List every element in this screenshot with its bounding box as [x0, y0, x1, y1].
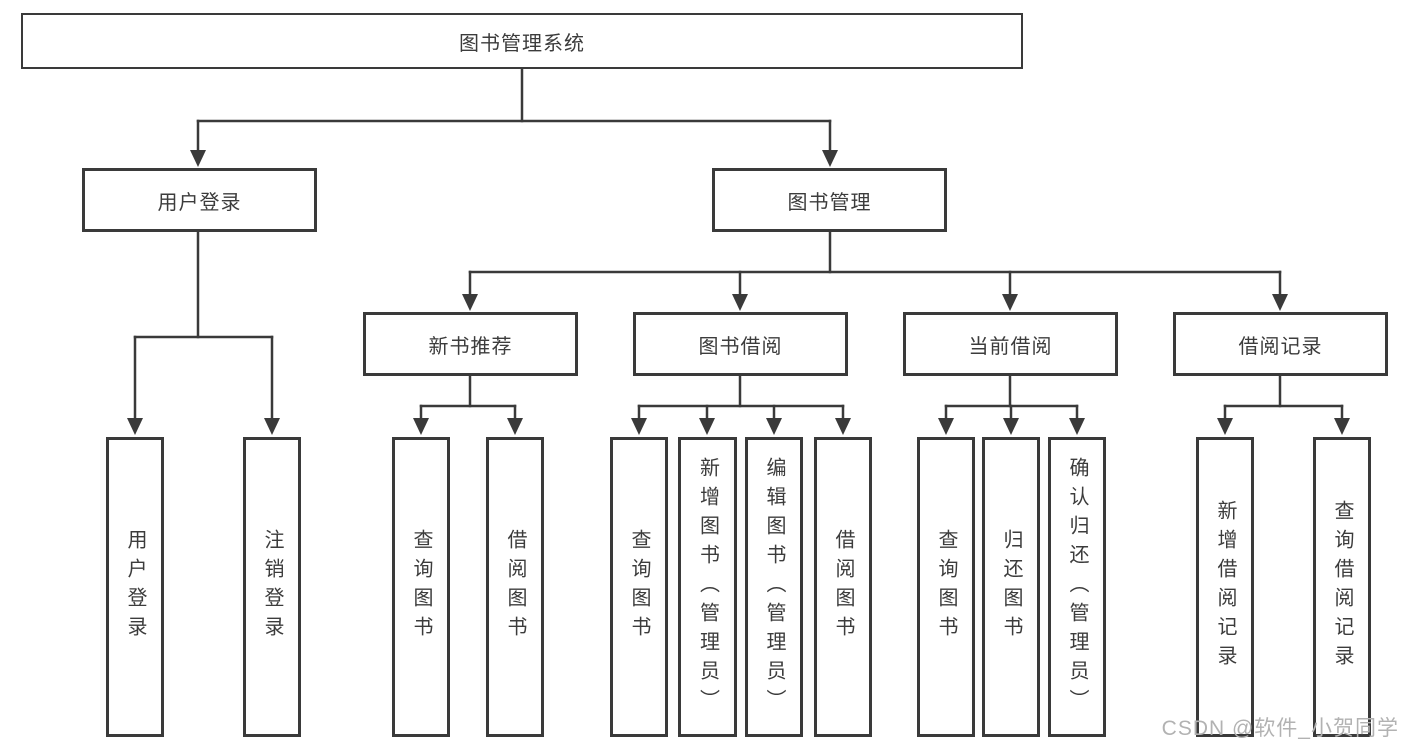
leaf-query-books-current-label: 查询图书 [935, 529, 957, 645]
node-current-borrowing-label: 当前借阅 [968, 335, 1053, 358]
leaf-logout-label: 注销登录 [261, 529, 283, 645]
leaf-query-books-borrow: 查询图书 [610, 437, 668, 737]
leaf-query-books-recommend: 查询图书 [392, 437, 450, 737]
leaf-add-books-admin-label: 新增图书（管理员） [696, 456, 719, 718]
leaf-edit-books-admin: 编辑图书（管理员） [745, 437, 803, 737]
leaf-confirm-return-admin: 确认归还（管理员） [1048, 437, 1106, 737]
node-book-management-label: 图书管理 [787, 191, 872, 214]
leaf-add-books-admin: 新增图书（管理员） [678, 437, 737, 737]
leaf-query-borrow-record: 查询借阅记录 [1313, 437, 1371, 737]
leaf-query-books-borrow-label: 查询图书 [628, 529, 650, 645]
node-user-login: 用户登录 [82, 168, 317, 232]
node-book-management: 图书管理 [712, 168, 947, 232]
leaf-user-login-label: 用户登录 [124, 529, 146, 645]
leaf-add-borrow-record: 新增借阅记录 [1196, 437, 1254, 737]
leaf-return-books: 归还图书 [982, 437, 1040, 737]
leaf-query-borrow-record-label: 查询借阅记录 [1331, 500, 1353, 674]
node-borrowing-records-label: 借阅记录 [1238, 335, 1323, 358]
node-book-borrowing-label: 图书借阅 [698, 335, 783, 358]
node-book-borrowing: 图书借阅 [633, 312, 848, 376]
node-new-book-recommend-label: 新书推荐 [428, 335, 513, 358]
node-borrowing-records: 借阅记录 [1173, 312, 1388, 376]
csdn-watermark: CSDN @软件_小贺同学 [1161, 717, 1399, 740]
leaf-query-books-current: 查询图书 [917, 437, 975, 737]
node-user-login-label: 用户登录 [157, 191, 242, 214]
leaf-add-borrow-record-label: 新增借阅记录 [1214, 500, 1236, 674]
node-root-label: 图书管理系统 [459, 32, 585, 55]
leaf-logout: 注销登录 [243, 437, 301, 737]
leaf-confirm-return-admin-label: 确认归还（管理员） [1066, 456, 1088, 718]
leaf-user-login: 用户登录 [106, 437, 164, 737]
node-current-borrowing: 当前借阅 [903, 312, 1118, 376]
leaf-query-books-recommend-label: 查询图书 [410, 529, 432, 645]
leaf-borrow-books-borrow-label: 借阅图书 [832, 529, 854, 645]
arrowheads [127, 150, 1350, 435]
leaf-borrow-books-recommend-label: 借阅图书 [504, 529, 526, 645]
leaf-borrow-books-recommend: 借阅图书 [486, 437, 544, 737]
leaf-edit-books-admin-label: 编辑图书（管理员） [763, 456, 785, 718]
node-root-system: 图书管理系统 [21, 13, 1023, 69]
leaf-return-books-label: 归还图书 [1000, 529, 1022, 645]
leaf-borrow-books-borrow: 借阅图书 [814, 437, 872, 737]
node-new-book-recommend: 新书推荐 [363, 312, 578, 376]
